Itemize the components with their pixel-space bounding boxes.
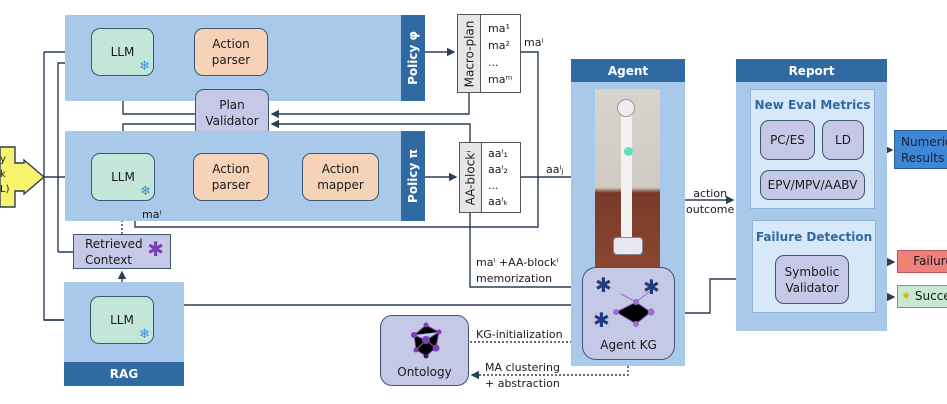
success-output: ✷ Success bbox=[897, 285, 947, 308]
macro-action: ma² bbox=[488, 39, 510, 52]
metric-ld: LD bbox=[822, 120, 864, 160]
atomic-action: ... bbox=[488, 179, 499, 192]
lightning-icon: ⚡ bbox=[901, 254, 910, 268]
report-title: Report bbox=[736, 59, 887, 82]
macro-action: maᵐ bbox=[488, 73, 513, 86]
macro-plan-list: Macro-plan ma¹ ma²... maᵐ bbox=[457, 14, 521, 93]
llm-policy-pi: LLM❄ bbox=[91, 153, 155, 201]
snowflake-icon: ❄ bbox=[140, 184, 151, 199]
svg-text:✱: ✱ bbox=[595, 273, 612, 297]
snowflake-icon: ❄ bbox=[139, 59, 150, 74]
agent-kg: ✱✱✱ Agent KG bbox=[582, 267, 675, 360]
retrieved-context: Retrieved Context✱ bbox=[73, 234, 171, 269]
sun-icon: ✷ bbox=[901, 289, 912, 303]
svg-text:✱: ✱ bbox=[593, 308, 610, 332]
clustering-label: MA clustering+ abstraction bbox=[485, 361, 560, 390]
failure-detection-title: Failure Detection bbox=[755, 230, 873, 244]
kg-init-label: KG-initialization bbox=[476, 328, 563, 341]
ma-i-output: maⁱ bbox=[524, 36, 544, 49]
input-fragment: L) bbox=[0, 184, 10, 195]
input-arrow-label: y k L) bbox=[0, 152, 9, 197]
ma-i-label: maⁱ bbox=[142, 208, 162, 221]
macro-plan-items: ma¹ ma²... maᵐ bbox=[488, 20, 512, 88]
plan-validator: Plan Validator bbox=[195, 89, 269, 137]
robot-body bbox=[621, 99, 632, 249]
action-parser-phi: Action parser bbox=[194, 28, 268, 76]
rag-label: RAG bbox=[64, 362, 184, 386]
aa-block-list: AA-blockⁱ aaⁱ₁ aaⁱ₂... aaⁱₖ bbox=[459, 142, 521, 213]
llm-rag: LLM❄ bbox=[90, 296, 154, 344]
action-parser-pi: Action parser bbox=[193, 153, 269, 201]
macro-action: ma¹ bbox=[488, 22, 510, 35]
input-arrow-shape bbox=[0, 146, 46, 208]
knowledge-graph-icon: ✱ ✱ ✱ bbox=[593, 273, 660, 332]
numeric-results: Numeric Results bbox=[894, 130, 947, 169]
input-fragment: y bbox=[0, 154, 6, 165]
policy-pi-label: Policy π bbox=[401, 131, 425, 221]
symbolic-validator: Symbolic Validator bbox=[775, 255, 849, 304]
metric-epv-mpv-aabv: EPV/MPV/AABV bbox=[760, 170, 865, 200]
atomic-action: aaⁱ₁ bbox=[488, 147, 508, 160]
macro-action: ... bbox=[488, 56, 499, 69]
macro-plan-label: Macro-plan bbox=[458, 15, 481, 92]
graph-icon: ✱ bbox=[147, 237, 164, 261]
atomic-action: aaⁱₖ bbox=[488, 195, 509, 208]
atomic-action: aaⁱ₂ bbox=[488, 163, 508, 176]
policy-phi-label: Policy φ bbox=[401, 15, 425, 101]
metric-pc-es: PC/ES bbox=[760, 120, 815, 160]
aa-block-label: AA-blockⁱ bbox=[460, 143, 482, 212]
input-fragment: k bbox=[0, 169, 6, 180]
snowflake-icon: ❄ bbox=[139, 327, 150, 342]
aa-block-items: aaⁱ₁ aaⁱ₂... aaⁱₖ bbox=[488, 146, 508, 210]
action-mapper: Action mapper bbox=[302, 153, 379, 201]
ontology-graph-icon bbox=[411, 322, 442, 359]
llm-policy-phi: LLM❄ bbox=[91, 28, 154, 76]
ontology: Ontology bbox=[380, 315, 469, 386]
eval-title: New Eval Metrics bbox=[754, 98, 871, 112]
robot-image bbox=[595, 89, 660, 268]
aa-j-output: aaⁱⱼ bbox=[546, 163, 564, 176]
svg-text:✱: ✱ bbox=[643, 275, 660, 299]
failure-output: ⚡ Failure bbox=[897, 250, 947, 273]
agent-title: Agent bbox=[571, 59, 685, 82]
